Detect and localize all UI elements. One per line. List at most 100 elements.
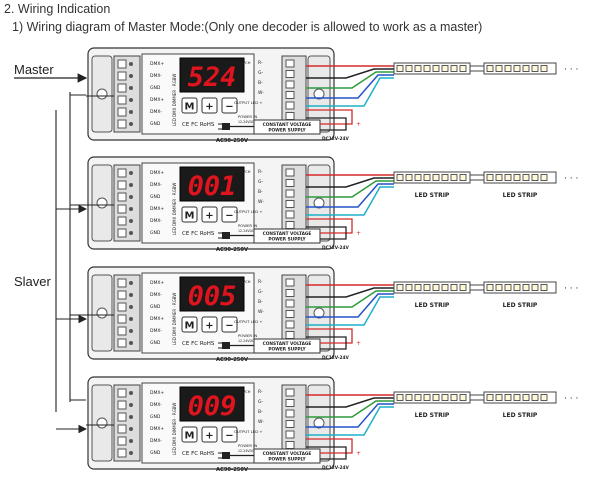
led-chip-icon (459, 394, 467, 401)
led-chip-icon (405, 284, 413, 291)
led-strip-label: LED STRIP (503, 192, 538, 199)
dc-positive-wire (306, 218, 353, 234)
dmx-pin-label: DMX- (150, 402, 162, 408)
power-supply-line2: POWER SUPPLY (268, 237, 306, 243)
led-chip-icon (414, 284, 422, 291)
panel-button-label: + (205, 431, 213, 442)
terminal-pin-icon (129, 86, 133, 90)
led-chip-icon (459, 65, 467, 72)
power-voltage-label: 12-24VDC (238, 449, 255, 453)
led-strip (483, 62, 557, 75)
power-in-label: POWER IN (238, 223, 257, 228)
led-chip-icon (504, 394, 512, 401)
strip-connector (470, 284, 484, 291)
output-pin-label: W- (258, 419, 264, 425)
screw-hole-icon (313, 417, 325, 429)
led-chip-icon (486, 65, 494, 72)
terminal-screw-icon (285, 210, 295, 219)
output-pin-label: B- (258, 299, 263, 305)
led-chip-icon (522, 65, 530, 72)
led-chip-icon (495, 65, 503, 72)
dmx-pin-label: DMX- (150, 438, 162, 444)
led-chip-icon (441, 284, 449, 291)
terminal-screw-icon (285, 420, 295, 428)
cert-marks: CE FC RoHS (182, 231, 215, 237)
terminal-pin-icon (129, 403, 133, 407)
continuation-dots: · · · (564, 65, 578, 75)
led-chip-icon (423, 174, 431, 181)
power-supply-line1: CONSTANT VOLTAGE (263, 341, 312, 347)
terminal-screw-icon (285, 441, 295, 449)
panel-button-2 (221, 426, 238, 443)
dc-voltage-label: DC12V-24V (322, 465, 349, 471)
output-wire (306, 293, 394, 318)
terminal-screw-icon (117, 338, 127, 348)
dmx-bus-line (69, 92, 86, 402)
panel-button-label: − (225, 431, 233, 442)
output-rating-label: max. 5A/CH (228, 279, 251, 284)
terminal-screw-icon (117, 448, 127, 458)
led-chip-icon (540, 394, 548, 401)
dc-plus-sign: + (356, 230, 361, 237)
ac-voltage-label: AC90-250V (216, 247, 248, 253)
panel-button-1 (201, 316, 218, 333)
power-in-label: POWER IN (238, 443, 257, 448)
continuation-dots: · · · (564, 284, 578, 294)
terminal-pin-icon (129, 122, 133, 126)
led-chip-icon (414, 394, 422, 401)
dc-negative-wire (306, 117, 347, 131)
dmx-pin-label: DMX+ (150, 390, 164, 396)
dc-positive-wire (306, 328, 353, 344)
output-pin-label: B- (258, 80, 263, 86)
led-chip-icon (432, 65, 440, 72)
led-chip-icon (432, 284, 440, 291)
led-chip-icon (396, 174, 404, 181)
output-rating-label: max. 5A/CH (228, 60, 251, 65)
terminal-screw-icon (285, 221, 295, 229)
output-wire (306, 180, 394, 198)
terminal-screw-icon (285, 200, 295, 208)
terminal-screw-icon (117, 436, 127, 446)
led-strip-body (393, 62, 471, 75)
output-pin-label: W- (258, 90, 264, 96)
output-pin-label: R- (258, 279, 263, 285)
led-chip-icon (486, 394, 494, 401)
screw-hole-icon (313, 88, 325, 100)
led-chip-icon (414, 65, 422, 72)
output-rating-label: max. 5A/CH (228, 389, 251, 394)
terminal-screw-icon (117, 192, 127, 202)
panel-button-0 (181, 97, 198, 114)
led-display (179, 57, 245, 93)
terminal-screw-icon (117, 71, 127, 81)
dmx-pin-label: DMX- (150, 109, 162, 115)
terminal-pin-icon (129, 341, 133, 345)
panel-button-1 (201, 426, 218, 443)
led-chip-icon (504, 174, 512, 181)
ac-voltage-label: AC90-250V (216, 138, 248, 144)
terminal-screw-icon (117, 400, 127, 410)
section-title: 2. Wiring Indication (4, 2, 111, 16)
panel-button-0 (181, 206, 198, 223)
plug-icon (222, 232, 230, 239)
terminal-screw-icon (285, 189, 295, 198)
dmx-pin-label: DMX- (150, 73, 162, 79)
dmx-pin-label: DMX- (150, 292, 162, 298)
dmx-pin-label: GND (150, 414, 161, 420)
terminal-screw-icon (117, 95, 127, 105)
terminal-pin-icon (129, 110, 133, 114)
power-supply-line1: CONSTANT VOLTAGE (263, 122, 312, 128)
terminal-pin-icon (129, 293, 133, 297)
terminal-screw-icon (285, 388, 295, 397)
terminal-screw-icon (285, 59, 295, 68)
terminal-screw-icon (285, 80, 295, 89)
output-wire (306, 296, 394, 326)
output-pin-label: G- (258, 289, 263, 295)
led-chip-icon (450, 394, 458, 401)
led-chip-icon (423, 65, 431, 72)
dc-negative-wire (306, 336, 347, 350)
led-chip-icon (513, 174, 521, 181)
plug-prongs-icon (218, 342, 222, 349)
panel-button-2 (221, 97, 238, 114)
cert-marks: CE FC RoHS (182, 341, 215, 347)
led-chip-icon (486, 174, 494, 181)
